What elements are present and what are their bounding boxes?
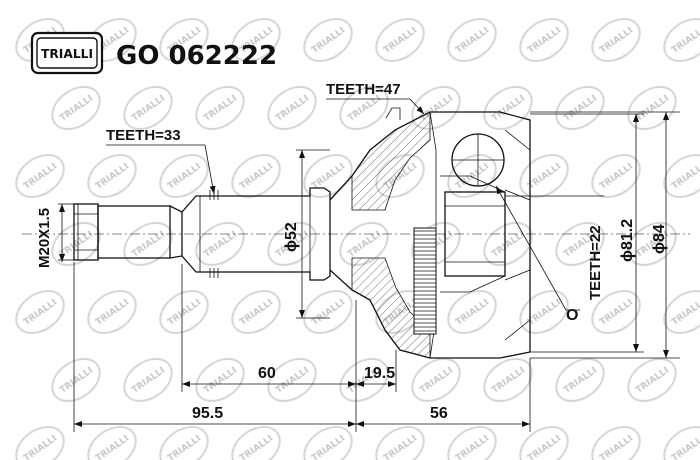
watermark-badge: TRIALLI <box>555 86 605 130</box>
watermark-badge: TRIALLI <box>447 426 497 460</box>
part-number: GO 062222 <box>116 41 277 71</box>
svg-text:TRIALLI: TRIALLI <box>22 434 59 460</box>
dia-shaft-label: ϕ52 <box>283 222 300 252</box>
watermark-badge: TRIALLI <box>87 154 137 198</box>
watermark-badge: TRIALLI <box>303 154 353 198</box>
length-56-label: 56 <box>430 405 448 422</box>
watermark-badge: TRIALLI <box>447 18 497 62</box>
outer-housing <box>329 107 531 359</box>
teeth-shaft-label: TEETH=33 <box>106 127 181 144</box>
watermark-badge: TRIALLI <box>375 18 425 62</box>
watermark-badge: TRIALLI <box>123 358 173 402</box>
watermark-badge: TRIALLI <box>519 18 569 62</box>
watermark-badge: TRIALLI <box>195 86 245 130</box>
svg-text:TRIALLI: TRIALLI <box>670 26 700 56</box>
watermark-badge: TRIALLI <box>159 426 209 460</box>
watermark-badge: TRIALLI <box>627 86 677 130</box>
watermark-badge: TRIALLI <box>195 222 245 266</box>
o-mark-label: O <box>566 307 578 324</box>
brand-logo-text: TRIALLI <box>41 47 93 61</box>
watermark-badge: TRIALLI <box>555 358 605 402</box>
dia-outer-label: ϕ84 <box>651 224 668 254</box>
length-95-5-label: 95.5 <box>192 405 223 422</box>
threaded-end <box>73 203 183 261</box>
watermark-badge: TRIALLI <box>663 154 700 198</box>
svg-text:TRIALLI: TRIALLI <box>238 434 275 460</box>
thread-label: M20X1.5 <box>36 208 53 268</box>
watermark-badge: TRIALLI <box>195 358 245 402</box>
watermark-badge: TRIALLI <box>663 426 700 460</box>
watermark-badge: TRIALLI <box>303 18 353 62</box>
watermark-badge: TRIALLI <box>87 426 137 460</box>
svg-text:TRIALLI: TRIALLI <box>526 434 563 460</box>
watermark-badge: TRIALLI <box>267 86 317 130</box>
watermark-badge: TRIALLI <box>303 426 353 460</box>
svg-text:TRIALLI: TRIALLI <box>166 434 203 460</box>
watermark-badge: TRIALLI <box>591 154 641 198</box>
svg-text:TRIALLI: TRIALLI <box>598 434 635 460</box>
svg-text:TRIALLI: TRIALLI <box>94 434 131 460</box>
watermark-badge: TRIALLI <box>87 290 137 334</box>
watermark-badge: TRIALLI <box>375 426 425 460</box>
svg-text:TRIALLI: TRIALLI <box>454 434 491 460</box>
watermark-badge: TRIALLI <box>519 426 569 460</box>
watermark-badge: TRIALLI <box>591 426 641 460</box>
watermark-badge: TRIALLI <box>51 358 101 402</box>
watermark-badge: TRIALLI <box>15 154 65 198</box>
watermark-badge: TRIALLI <box>159 290 209 334</box>
svg-text:TRIALLI: TRIALLI <box>670 434 700 460</box>
teeth-inner-label: TEETH=22 <box>587 225 604 300</box>
teeth-outer-label: TEETH=47 <box>326 81 401 98</box>
watermark-badge: TRIALLI <box>15 426 65 460</box>
svg-text:TRIALLI: TRIALLI <box>310 434 347 460</box>
watermark-badge: TRIALLI <box>591 18 641 62</box>
watermark-badge: TRIALLI <box>51 86 101 130</box>
length-19-5-label: 19.5 <box>364 365 395 382</box>
svg-text:TRIALLI: TRIALLI <box>670 162 700 192</box>
watermark-badge: TRIALLI <box>303 290 353 334</box>
watermark-badge: TRIALLI <box>15 290 65 334</box>
watermark-badge: TRIALLI <box>231 290 281 334</box>
watermark-badge: TRIALLI <box>663 290 700 334</box>
watermark-badge: TRIALLI <box>411 358 461 402</box>
watermark-badge: TRIALLI <box>663 18 700 62</box>
svg-text:TRIALLI: TRIALLI <box>382 434 419 460</box>
length-60-label: 60 <box>258 365 276 382</box>
watermark-badge: TRIALLI <box>231 426 281 460</box>
watermark-badge: TRIALLI <box>627 358 677 402</box>
watermark-badge: TRIALLI <box>159 154 209 198</box>
svg-text:TRIALLI: TRIALLI <box>670 298 700 328</box>
abs-tone-ring <box>413 227 437 335</box>
watermark-badge: TRIALLI <box>231 154 281 198</box>
brand-logo: TRIALLI <box>30 31 104 75</box>
dia-inner-label: ϕ81.2 <box>619 219 636 262</box>
